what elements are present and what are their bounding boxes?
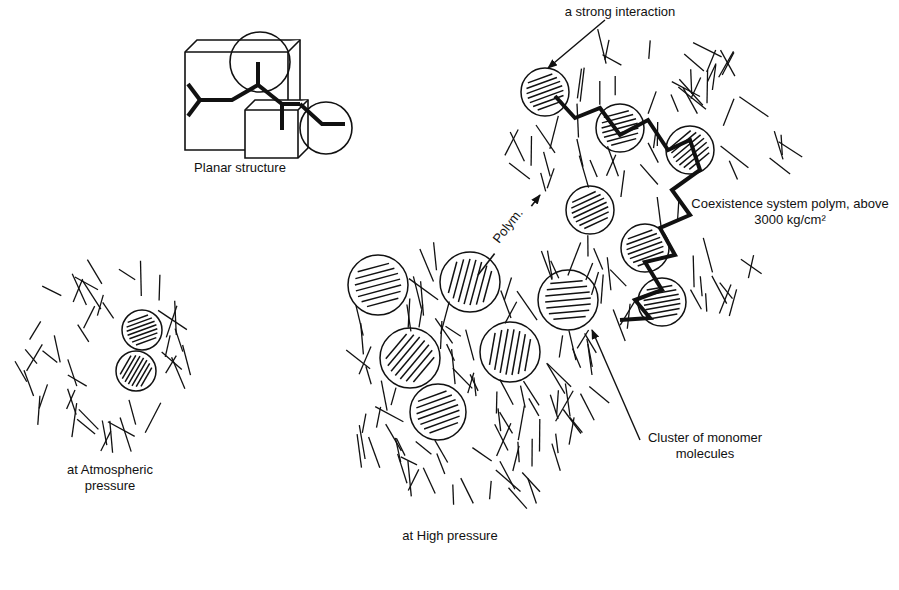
monomer-clusters: [116, 68, 714, 440]
label-text: at High pressure: [375, 528, 525, 544]
label-text: Coexistence system polym, above 3000 kg/…: [690, 196, 890, 228]
monomer-sticks: [15, 29, 802, 509]
label-text: at Atmospheric pressure: [50, 462, 170, 494]
label-text: Cluster of monomer molecules: [645, 430, 765, 462]
label-text: Planar structure: [175, 160, 305, 176]
planar-structure: [185, 32, 352, 158]
leader-arrow: [548, 20, 605, 68]
label-text: a strong interaction: [545, 4, 695, 20]
process-arrow: [478, 195, 540, 275]
label-text: Polym.: [483, 197, 533, 254]
leader-arrow: [592, 330, 640, 440]
